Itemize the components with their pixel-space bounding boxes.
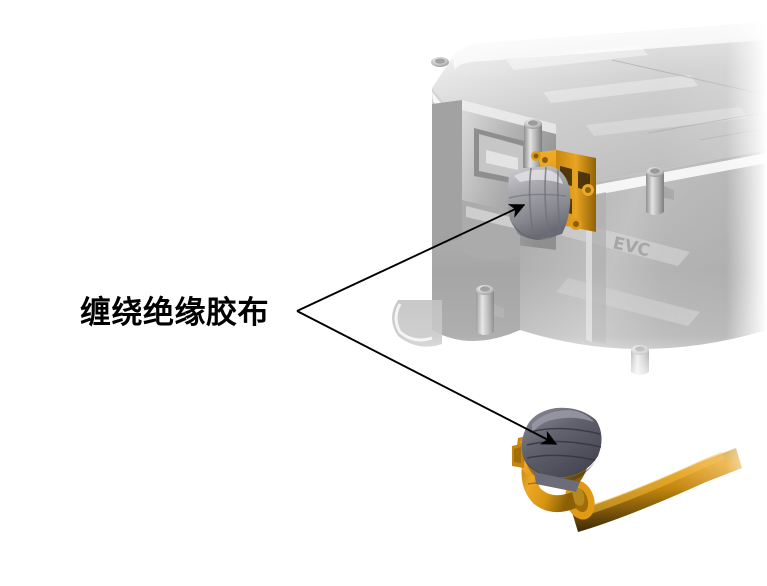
hv-cable (572, 430, 767, 545)
callout-label-wrap-insulating-tape: 缠绕绝缘胶布 (80, 295, 269, 331)
leader-to-detail-connector (296, 310, 558, 445)
connector-mounted (507, 150, 596, 240)
bolt-bottom-right (631, 345, 649, 375)
callout-leaders (296, 204, 558, 445)
connector-cap-mounted (507, 166, 571, 240)
leader-to-housing-connector (296, 204, 526, 312)
connector-detail-assembly (512, 407, 767, 545)
controller-housing: EVC (392, 22, 767, 375)
flange-screws (531, 151, 594, 230)
bolt-top-left (431, 57, 449, 67)
connector-cap-detail (521, 407, 602, 478)
